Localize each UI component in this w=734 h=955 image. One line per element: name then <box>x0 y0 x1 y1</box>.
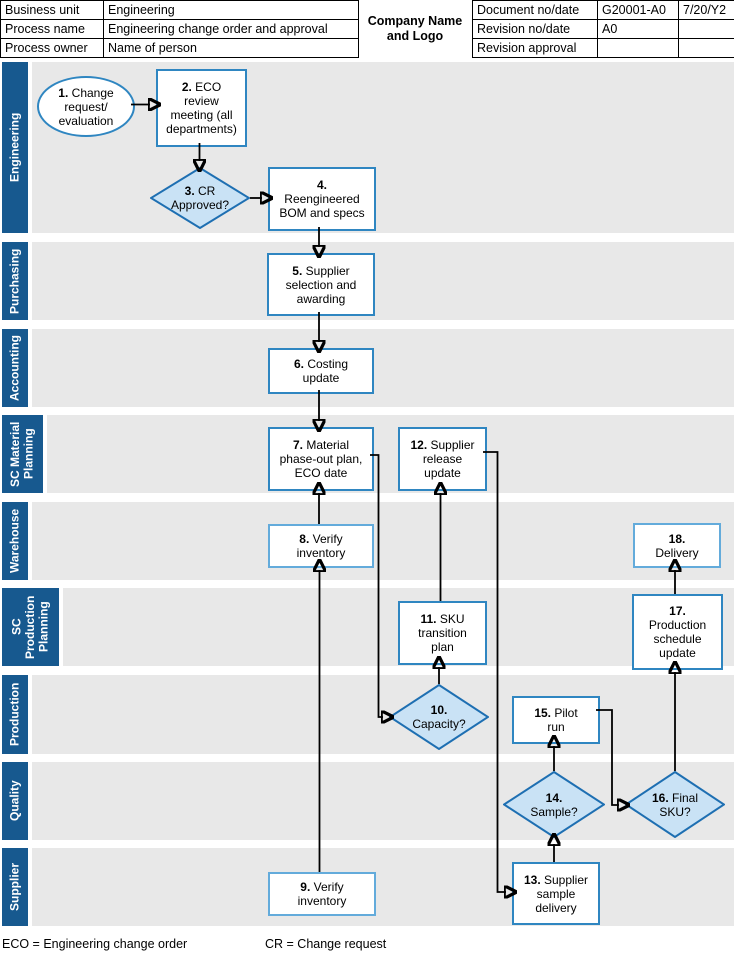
header-value <box>678 38 734 58</box>
lane-label-accounting: Accounting <box>2 329 28 407</box>
header-value: A0 <box>597 19 679 39</box>
lane-warehouse-area <box>32 502 734 580</box>
step-3-decision: 3. CR Approved? <box>150 167 250 229</box>
step-17-process: 17. Production schedule update <box>632 594 723 670</box>
step-9-process: 9. Verify inventory <box>268 872 376 916</box>
step-16-decision: 16. Final SKU? <box>625 771 725 838</box>
header-value: Engineering change order and approval <box>103 19 359 39</box>
lane-label-purchasing: Purchasing <box>2 242 28 320</box>
step-7-process: 7. Material phase-out plan, ECO date <box>268 427 374 491</box>
step-5-process: 5. Supplier selection and awarding <box>267 253 375 316</box>
step-2-process: 2. ECO review meeting (all departments) <box>156 69 247 147</box>
header-label: Process name <box>0 19 104 39</box>
lane-label-engineering: Engineering <box>2 62 28 233</box>
lane-supplier-area <box>32 848 734 926</box>
legend-cr: CR = Change request <box>265 937 387 951</box>
header-label: Document no/date <box>472 0 598 20</box>
lane-label-sc-material-planning: SC Material Planning <box>2 415 43 493</box>
lane-purchasing-area <box>32 242 734 320</box>
lane-label-supplier: Supplier <box>2 848 28 926</box>
diamond-shape <box>625 771 725 838</box>
header-value: Engineering <box>103 0 359 20</box>
header-label: Revision no/date <box>472 19 598 39</box>
legend-eco: ECO = Engineering change order <box>2 937 188 951</box>
header-value: Name of person <box>103 38 359 58</box>
lane-label-sc-production-planning: SC Production Planning <box>2 588 59 666</box>
step-15-process: 15. Pilot run <box>512 696 600 744</box>
header-label: Business unit <box>0 0 104 20</box>
diamond-shape <box>389 684 489 750</box>
header-value <box>597 38 679 58</box>
lane-label-production: Production <box>2 675 28 754</box>
lane-label-quality: Quality <box>2 762 28 840</box>
header-value: 7/20/Y2 <box>678 0 734 20</box>
step-11-process: 11. SKU transition plan <box>398 601 487 665</box>
step-13-process: 13. Supplier sample delivery <box>512 862 600 925</box>
lane-accounting-area <box>32 329 734 407</box>
header-label: Revision approval <box>472 38 598 58</box>
step-10-decision: 10. Capacity? <box>389 684 489 750</box>
step-8-process: 8. Verify inventory <box>268 524 374 568</box>
lane-sc-material-planning-area <box>47 415 734 493</box>
step-14-decision: 14. Sample? <box>503 771 605 838</box>
step-6-process: 6. Costing update <box>268 348 374 394</box>
lane-production-area <box>32 675 734 754</box>
lane-engineering-area <box>32 62 734 233</box>
step-4-process: 4. Reengineered BOM and specs <box>268 167 376 231</box>
header-label: Process owner <box>0 38 104 58</box>
company-name-logo: Company Name and Logo <box>367 13 463 43</box>
diamond-shape <box>150 167 250 229</box>
header-value: G20001-A0 <box>597 0 679 20</box>
step-12-process: 12. Supplier release update <box>398 427 487 491</box>
lane-label-warehouse: Warehouse <box>2 502 28 580</box>
step-1-terminator: 1. Change request/ evaluation <box>37 76 135 137</box>
step-18-process: 18. Delivery <box>633 523 721 568</box>
header-value <box>678 19 734 39</box>
